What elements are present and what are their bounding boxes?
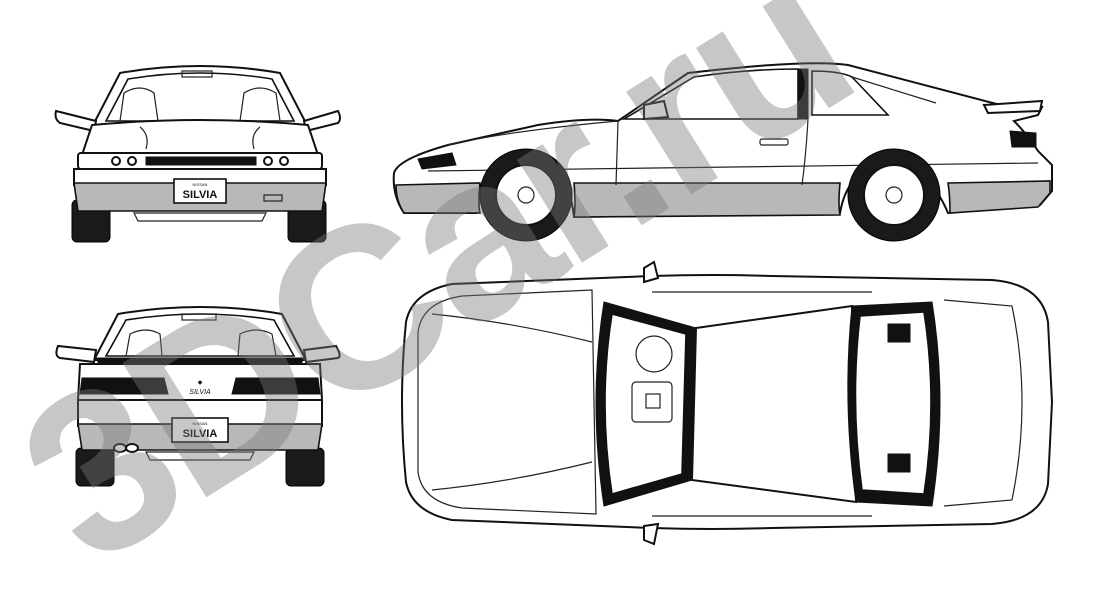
taillight-left <box>79 377 169 395</box>
front-plate-text: SILVIA <box>183 189 218 201</box>
rear-emblem: ◆ <box>198 380 203 386</box>
door-lines-top <box>652 291 872 517</box>
side-window-rear <box>811 70 890 116</box>
side-mirror-left <box>54 109 98 133</box>
rear-wing <box>982 99 1044 115</box>
hood-creases <box>139 126 261 150</box>
trunk-lid <box>943 299 1023 507</box>
top-view <box>401 260 1054 546</box>
rear-left-tire <box>75 447 115 487</box>
rear-right-tire <box>285 447 325 487</box>
hood-panel <box>417 289 597 515</box>
b-pillar <box>797 68 809 120</box>
side-lower-trim <box>395 180 1051 218</box>
rear-speaker-right <box>887 453 911 473</box>
rear-brake-light <box>181 313 217 321</box>
top-mirror-right <box>643 522 660 546</box>
tail-light-side <box>1009 130 1037 148</box>
top-mirror-left <box>643 260 660 284</box>
rear-speaker-left <box>887 323 911 343</box>
headlamp-left <box>111 156 121 166</box>
rear-undercarriage <box>145 451 255 461</box>
hood-line <box>447 120 619 146</box>
steering-wheel <box>635 335 673 373</box>
front-wheel-hub <box>517 186 535 204</box>
rear-seats <box>125 329 277 357</box>
headlamp-left-2 <box>127 156 137 166</box>
rear-wheel-rim <box>863 164 925 226</box>
front-seats <box>119 87 281 122</box>
roof-panel <box>690 304 858 504</box>
front-plate-maker: NISSAN <box>193 182 208 187</box>
rear-plate-text: SILVIA <box>183 428 218 440</box>
exhaust-tip-1 <box>113 443 127 453</box>
rear-wheel-hub <box>885 186 903 204</box>
exhaust-tip-2 <box>125 443 139 453</box>
rear-quarter-line <box>851 76 937 104</box>
front-fog-lamp-right <box>263 194 283 202</box>
rear-license-plate <box>171 417 229 443</box>
rearview-mirror <box>181 70 213 78</box>
rear-plate-maker: NISSAN <box>193 421 208 426</box>
taillight-right <box>231 377 321 395</box>
front-view: NISSAN SILVIA <box>54 65 341 243</box>
center-console <box>631 381 673 423</box>
front-grille <box>145 156 257 166</box>
door-handle <box>759 138 789 146</box>
rear-window-top <box>854 311 932 495</box>
rear-window <box>104 313 296 357</box>
windshield <box>104 72 296 122</box>
door-outline <box>615 118 809 186</box>
side-view <box>392 62 1053 242</box>
front-undercarriage <box>133 212 267 222</box>
front-wheel-rim <box>495 164 557 226</box>
side-mirror <box>643 99 670 121</box>
front-light-strip <box>417 152 457 170</box>
rear-mirror-right <box>302 344 341 364</box>
headlamp-right <box>263 156 273 166</box>
rear-view: SILVIA ◆ NISSAN SILVIA <box>55 306 341 487</box>
rear-badge: SILVIA <box>189 389 211 396</box>
rear-mirror-left <box>55 344 98 364</box>
headlamp-right-2 <box>279 156 289 166</box>
hood-seam <box>431 313 593 491</box>
front-license-plate <box>173 178 227 204</box>
gear-lever <box>645 393 661 409</box>
side-mirror-right <box>302 109 341 133</box>
hood <box>80 119 320 156</box>
